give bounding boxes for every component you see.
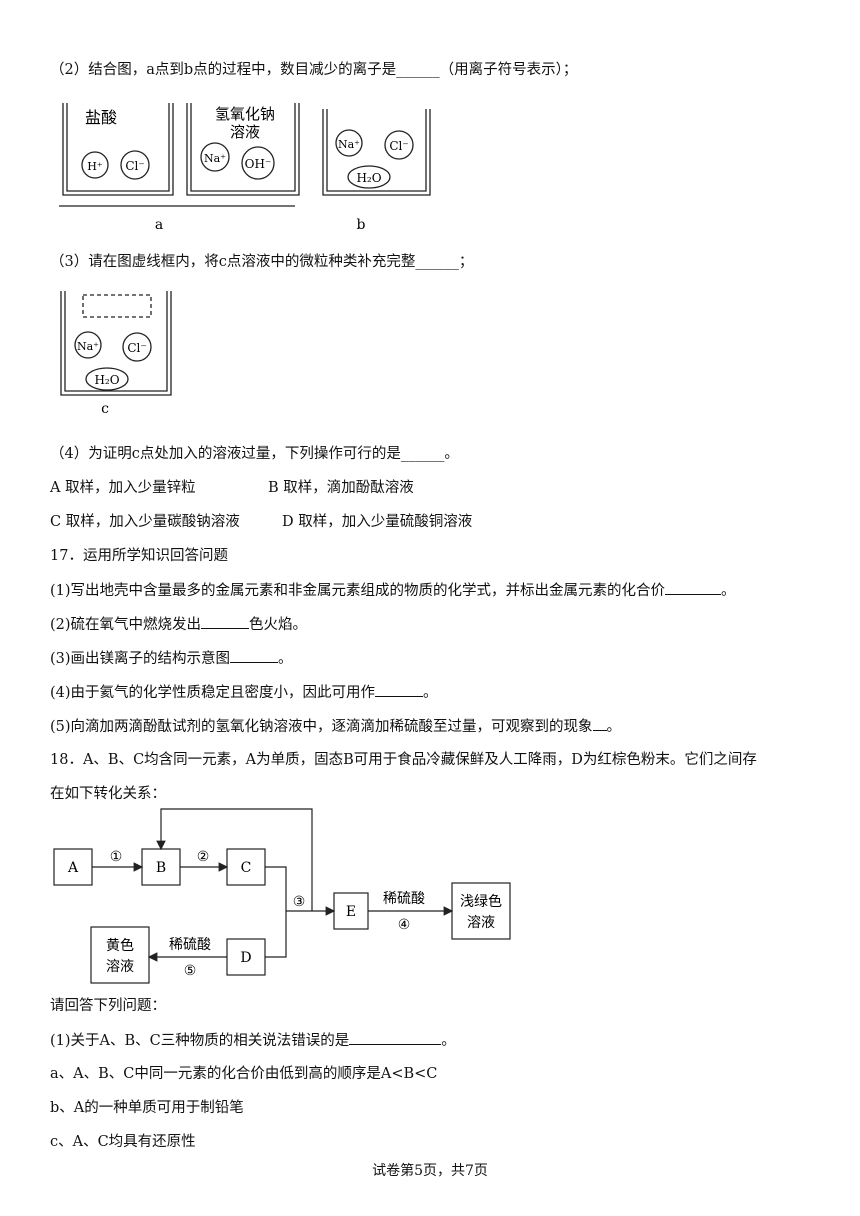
label-box-A: A — [67, 860, 79, 876]
arrow-3-connector — [265, 866, 287, 958]
q17-part4: (4)由于氦气的化学性质稳定且密度小，因此可用作。 — [50, 682, 438, 703]
q17-part3-blank — [230, 648, 279, 663]
q18-option-c: c、A、C均具有还原性 — [50, 1134, 196, 1150]
q17-part5: (5)向滴加两滴酚酞试剂的氢氧化钠溶液中，逐滴滴加稀硫酸至过量，可观察到的现象。 — [50, 716, 621, 737]
label-c: c — [101, 401, 109, 417]
label-step-2: ② — [197, 849, 210, 865]
label-b: b — [357, 217, 366, 233]
green-solution-line2: 溶液 — [467, 915, 495, 931]
label-box-C: C — [241, 860, 252, 876]
option-c: C 取样，加入少量碳酸钠溶液 — [50, 514, 240, 530]
q16-part3-text: （3）请在图虚线框内，将c点溶液中的微粒种类补充完整______； — [50, 254, 474, 270]
q17-stem: 17．运用所学知识回答问题 — [50, 548, 228, 564]
beaker3-ion-cl: Cl⁻ — [389, 139, 408, 153]
q17-part4-blank — [375, 682, 424, 697]
q17-part1-blank — [665, 580, 722, 595]
option-d: D 取样，加入少量硫酸铜溶液 — [282, 514, 473, 530]
label-step-1: ① — [110, 849, 123, 865]
beaker-hydrochloric-acid — [62, 103, 174, 196]
beaker-c-ion-na: Na⁺ — [77, 340, 99, 353]
beaker-sodium-hydroxide — [186, 103, 300, 196]
label-step-4: ④ — [398, 917, 411, 933]
yellow-solution-line2: 溶液 — [106, 959, 134, 975]
label-box-E: E — [346, 904, 356, 920]
beaker2-ion-na: Na⁺ — [204, 152, 226, 165]
figure-beaker-c: Na⁺ Cl⁻ H₂O c — [60, 291, 172, 417]
beaker1-title: 盐酸 — [85, 108, 117, 127]
beaker-c-ion-cl: Cl⁻ — [127, 341, 146, 355]
q16-part2-text: （2）结合图，a点到b点的过程中，数目减少的离子是______（用离子符号表示）… — [50, 62, 578, 78]
page-footer: 试卷第5页，共7页 — [372, 1163, 488, 1179]
q18-option-a: a、A、B、C中同一元素的化合价由低到高的顺序是A<B<C — [50, 1066, 438, 1082]
q18-stem-line2: 在如下转化关系： — [50, 786, 166, 802]
beaker1-ion-cl: Cl⁻ — [125, 159, 144, 173]
beaker1-ion-h: H⁺ — [87, 160, 103, 173]
q18-stem-line1: 18．A、B、C均含同一元素，A为单质，固态B可用于食品冷藏保鲜及人工降雨，D为… — [50, 752, 757, 768]
yellow-solution-line1: 黄色 — [106, 937, 134, 954]
label-a: a — [155, 217, 163, 233]
label-step-3: ③ — [293, 894, 306, 910]
option-a: A 取样，加入少量锌粒 — [50, 480, 196, 496]
arrow-loop-to-B — [156, 808, 313, 911]
beaker-b — [322, 109, 431, 196]
beaker-c — [60, 291, 172, 396]
q17-part3: (3)画出镁离子的结构示意图。 — [50, 648, 293, 669]
label-box-B: B — [156, 860, 166, 876]
option-b: B 取样，滴加酚酞溶液 — [268, 480, 414, 496]
figure-beakers-a-b: 盐酸 H⁺ Cl⁻ 氢氧化钠 溶液 Na⁺ OH⁻ Na⁺ Cl⁻ H₂O a … — [59, 103, 431, 233]
beaker2-ion-oh: OH⁻ — [245, 157, 272, 171]
q18-part1-blank — [349, 1030, 442, 1045]
q17-part2: (2)硫在氧气中燃烧发出色火焰。 — [50, 614, 307, 635]
q18-prompt: 请回答下列问题： — [50, 998, 166, 1014]
label-reagent-4: 稀硫酸 — [383, 891, 425, 907]
beaker3-ion-na: Na⁺ — [338, 138, 360, 151]
q16-part4-text: （4）为证明c点处加入的溶液过量，下列操作可行的是______。 — [50, 446, 459, 462]
label-box-D: D — [240, 950, 251, 966]
dashed-answer-box — [82, 294, 152, 318]
q17-part1: (1)写出地壳中含量最多的金属元素和非金属元素组成的物质的化学式，并标出金属元素… — [50, 580, 736, 601]
beaker3-molecule-h2o: H₂O — [356, 171, 381, 185]
q18-part1: (1)关于A、B、C三种物质的相关说法错误的是。 — [50, 1030, 456, 1051]
green-solution-line1: 浅绿色 — [460, 893, 502, 910]
q18-flow-diagram: A B C E D ① ② ③ 稀硫酸 ④ 稀硫酸 ⑤ 浅绿色 溶液 黄色 溶液 — [53, 808, 511, 984]
beaker2-title-line2: 溶液 — [230, 123, 260, 141]
q17-part5-blank — [592, 716, 607, 731]
q18-option-b: b、A的一种单质可用于制铅笔 — [50, 1100, 244, 1116]
label-reagent-5: 稀硫酸 — [169, 937, 211, 953]
q17-part2-blank — [201, 614, 250, 629]
label-step-5: ⑤ — [184, 963, 197, 979]
beaker2-title-line1: 氢氧化钠 — [215, 105, 275, 123]
beaker-c-molecule-h2o: H₂O — [94, 373, 119, 387]
